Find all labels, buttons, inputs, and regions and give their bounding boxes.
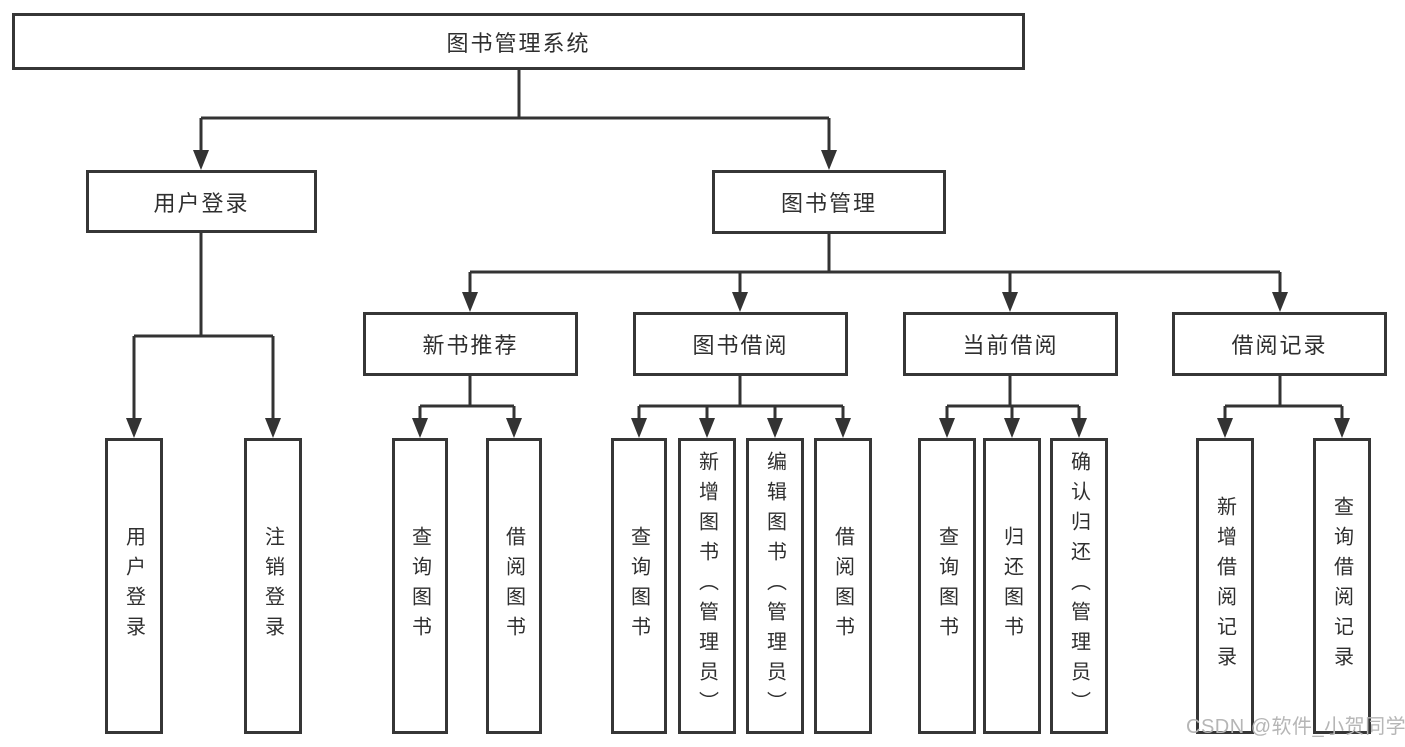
node-new-book-recommend: 新书推荐 — [363, 312, 578, 376]
leaf-borrow-books: 借阅图书 — [814, 438, 872, 734]
leaf-borrowing-query-books: 查询图书 — [611, 438, 667, 734]
node-label: 借阅图书 — [502, 526, 525, 646]
leaf-edit-books-admin: 编辑图书（管理员） — [746, 438, 804, 734]
node-label: 确认归还（管理员） — [1067, 451, 1090, 721]
node-label: 图书管理系统 — [446, 30, 591, 56]
leaf-add-borrow-record: 新增借阅记录 — [1196, 438, 1254, 734]
node-root-library-system: 图书管理系统 — [12, 13, 1025, 70]
leaf-query-borrow-record: 查询借阅记录 — [1313, 438, 1371, 734]
node-label: 借阅记录 — [1231, 333, 1328, 358]
node-borrowing-records: 借阅记录 — [1172, 312, 1387, 376]
node-label: 归还图书 — [1000, 526, 1023, 646]
node-label: 查询借阅记录 — [1330, 496, 1353, 676]
node-label: 查询图书 — [627, 526, 650, 646]
node-label: 当前借阅 — [962, 333, 1059, 358]
node-book-management: 图书管理 — [712, 170, 946, 234]
leaf-newbook-borrow-books: 借阅图书 — [486, 438, 542, 734]
leaf-return-books: 归还图书 — [983, 438, 1041, 734]
arrowheads — [126, 150, 1350, 438]
node-label: 图书借阅 — [692, 333, 789, 358]
node-label: 借阅图书 — [831, 526, 854, 646]
node-current-borrowing: 当前借阅 — [903, 312, 1118, 376]
leaf-user-login: 用户登录 — [105, 438, 163, 734]
node-label: 新书推荐 — [422, 333, 519, 358]
node-book-borrowing: 图书借阅 — [633, 312, 848, 376]
node-label: 编辑图书（管理员） — [763, 451, 786, 721]
leaf-confirm-return-admin: 确认归还（管理员） — [1050, 438, 1108, 734]
leaf-newbook-query-books: 查询图书 — [392, 438, 448, 734]
node-label: 用户登录 — [122, 526, 145, 646]
node-label: 用户登录 — [153, 190, 250, 216]
node-label: 新增图书（管理员） — [695, 451, 718, 721]
node-label: 图书管理 — [780, 191, 877, 216]
leaf-current-query-books: 查询图书 — [918, 438, 976, 734]
node-label: 新增借阅记录 — [1213, 496, 1236, 676]
csdn-watermark: CSDN @软件_小贺同学 — [1186, 716, 1405, 738]
leaf-add-books-admin: 新增图书（管理员） — [678, 438, 736, 734]
node-user-login: 用户登录 — [86, 170, 317, 233]
node-label: 查询图书 — [935, 526, 958, 646]
leaf-logout: 注销登录 — [244, 438, 302, 734]
node-label: 查询图书 — [408, 526, 431, 646]
node-label: 注销登录 — [261, 526, 284, 646]
